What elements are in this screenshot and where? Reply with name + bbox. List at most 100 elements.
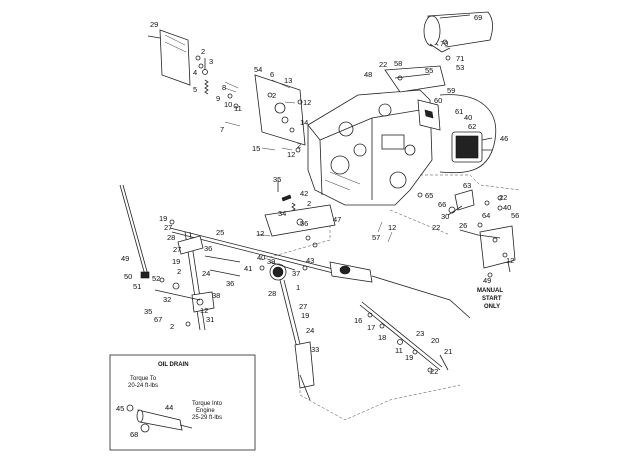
callout-9: 9 <box>216 94 220 103</box>
rod-25 <box>169 227 346 273</box>
callout-27: 27 <box>164 223 172 232</box>
oil-drain-title: OIL DRAIN <box>158 362 189 368</box>
ignition-module <box>451 131 493 163</box>
callout-36: 36 <box>204 244 212 253</box>
oil-drain-inset <box>109 354 256 451</box>
callout-26: 26 <box>459 221 467 230</box>
callout-51: 51 <box>133 282 141 291</box>
oil-drain-box <box>109 354 256 451</box>
callout-21: 21 <box>444 347 452 356</box>
callout-12d: 12 <box>256 229 264 238</box>
callout-15: 15 <box>252 144 260 153</box>
callout-12c: 12 <box>506 256 514 265</box>
callout-59: 59 <box>447 86 455 95</box>
callout-66: 66 <box>438 200 446 209</box>
callout-22c: 22 <box>432 223 440 232</box>
callout-47: 47 <box>333 215 341 224</box>
callout-1: 1 <box>296 283 300 292</box>
manual-start-line3: ONLY <box>484 304 500 310</box>
bracket-29 <box>147 29 191 86</box>
throttle-rod-49b <box>122 184 149 276</box>
lever-assembly-left <box>154 231 241 331</box>
callout-57: 57 <box>372 233 380 242</box>
callout-18: 18 <box>378 333 386 342</box>
callout-67: 67 <box>154 315 162 324</box>
callout-2b: 2 <box>272 91 276 100</box>
callout-2e: 2 <box>177 267 181 276</box>
manual-start-line2: START <box>482 296 502 302</box>
callout-17: 17 <box>367 323 375 332</box>
dash-outline-1 <box>420 174 521 191</box>
callout-54: 54 <box>254 65 262 74</box>
callout-49: 49 <box>483 276 491 285</box>
callout-65: 65 <box>425 191 433 200</box>
callout-43: 43 <box>306 256 314 265</box>
callout-50: 50 <box>124 272 132 281</box>
callout-41: 41 <box>244 264 252 273</box>
callouts: 29 2 3 4 5 8 9 10 11 7 54 6 13 2 12 14 2… <box>116 13 519 439</box>
callout-63: 63 <box>463 181 471 190</box>
callout-35: 35 <box>273 175 281 184</box>
callout-60: 60 <box>434 96 442 105</box>
callout-42: 42 <box>300 189 308 198</box>
dash-outline-3 <box>299 360 461 421</box>
manual-start-note: MANUAL START ONLY <box>477 288 503 310</box>
callout-45: 45 <box>116 404 124 413</box>
oil-drain-text: OIL DRAIN Torque To 20-24 ft-lbs Torque … <box>128 362 223 421</box>
cable-rod-right <box>359 301 449 371</box>
callout-61: 61 <box>455 107 463 116</box>
callout-40b: 40 <box>503 203 511 212</box>
callout-19: 19 <box>159 214 167 223</box>
callout-6: 6 <box>270 70 274 79</box>
callout-39: 39 <box>267 257 275 266</box>
callout-40c: 40 <box>257 253 265 262</box>
callout-2d: 2 <box>307 199 311 208</box>
callout-24b: 24 <box>306 326 314 335</box>
callout-23: 23 <box>416 329 424 338</box>
throttle-rod-49 <box>119 184 146 276</box>
callout-31: 31 <box>206 315 214 324</box>
callout-53: 53 <box>456 63 464 72</box>
callout-14: 14 <box>300 118 308 127</box>
callout-48: 48 <box>364 70 372 79</box>
callout-12: 12 <box>303 98 311 107</box>
callout-10: 10 <box>224 100 232 109</box>
callout-46: 46 <box>500 134 508 143</box>
callout-19b: 19 <box>172 257 180 266</box>
callout-70: 70 <box>440 39 448 48</box>
callout-12e: 12 <box>388 223 396 232</box>
callout-34: 34 <box>278 209 286 218</box>
callout-19c: 19 <box>301 311 309 320</box>
callout-64: 64 <box>482 211 490 220</box>
callout-13: 13 <box>284 76 292 85</box>
callout-27c: 27 <box>299 302 307 311</box>
mounting-plate <box>254 74 306 146</box>
callout-11b: 11 <box>395 346 403 355</box>
callout-22: 22 <box>379 60 387 69</box>
muffler <box>423 11 493 53</box>
callout-28b: 28 <box>268 289 276 298</box>
callout-12f: 12 <box>200 306 208 315</box>
fasteners <box>159 39 503 373</box>
throttle-shaft <box>329 261 471 319</box>
callout-25: 25 <box>216 228 224 237</box>
callout-35b: 35 <box>144 307 152 316</box>
callout-49b: 49 <box>121 254 129 263</box>
callout-58: 58 <box>394 59 402 68</box>
callout-44: 44 <box>165 403 173 412</box>
callout-71: 71 <box>456 54 464 63</box>
callout-30: 30 <box>441 212 449 221</box>
callout-2f: 2 <box>170 322 174 331</box>
callout-8: 8 <box>222 83 226 92</box>
callout-5: 5 <box>193 85 197 94</box>
callout-19d: 19 <box>405 353 413 362</box>
callout-29: 29 <box>150 20 158 29</box>
callout-36b: 36 <box>226 279 234 288</box>
callout-62: 62 <box>468 122 476 131</box>
callout-16: 16 <box>354 316 362 325</box>
callout-4: 4 <box>193 68 197 77</box>
lever-assembly-middle <box>269 261 315 401</box>
cable-46 <box>439 94 497 174</box>
bracket-59 <box>417 99 441 131</box>
callout-27b: 27 <box>173 245 181 254</box>
